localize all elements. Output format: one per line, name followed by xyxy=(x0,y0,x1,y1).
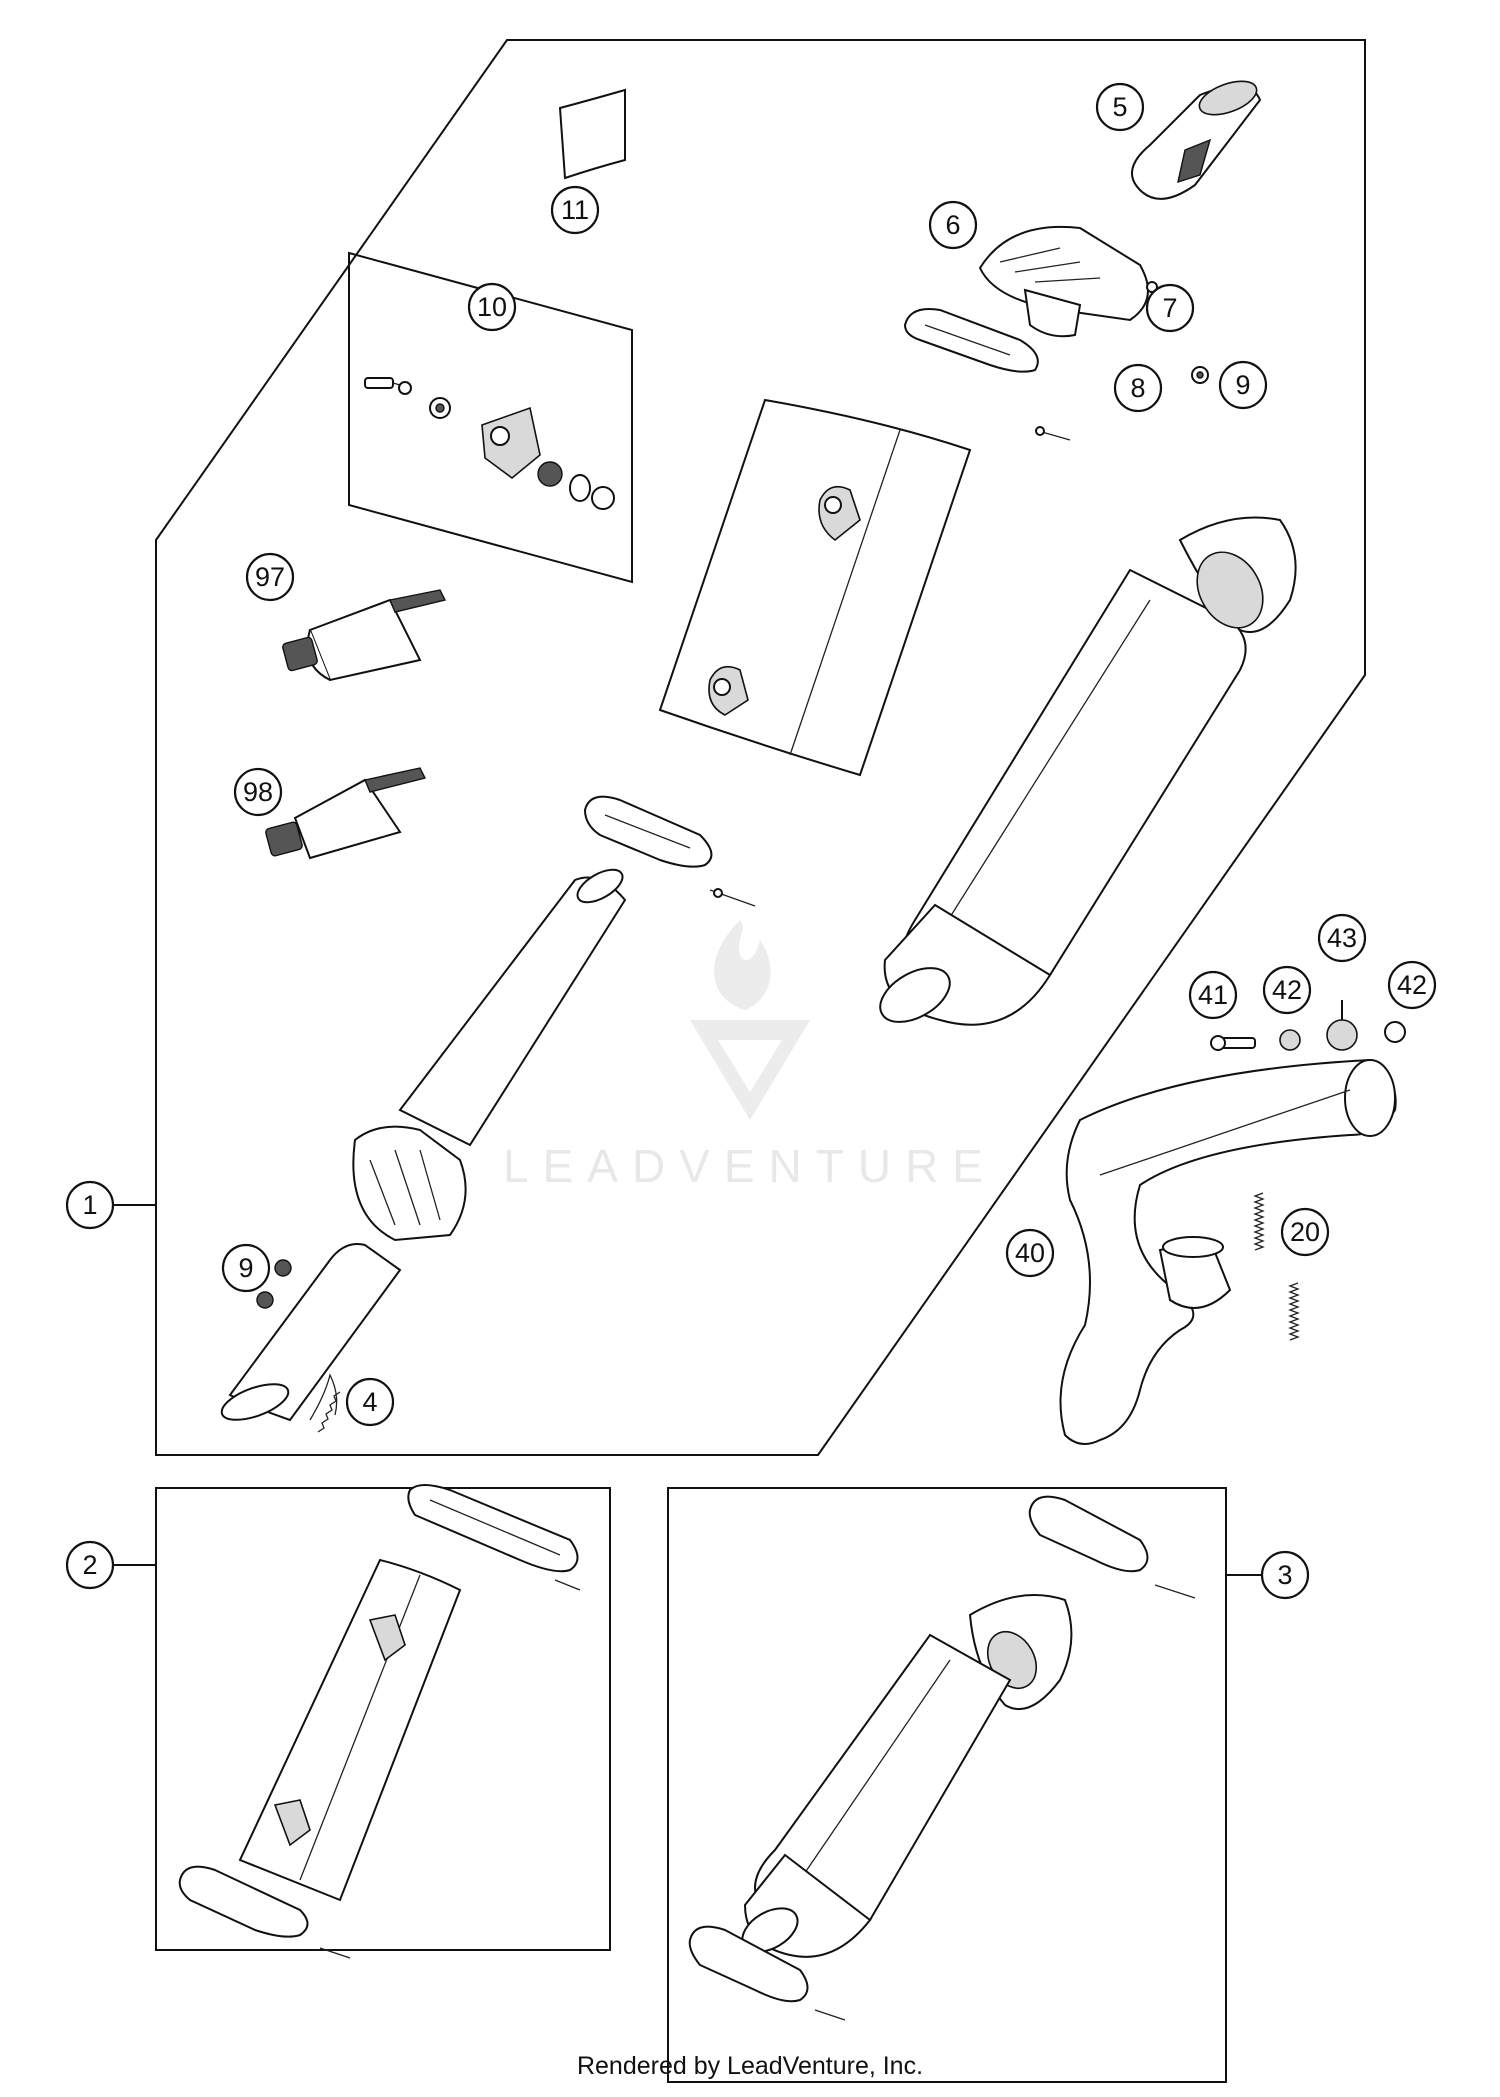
part-40-header-pipe xyxy=(1059,1058,1397,1445)
callout-9-upper: 9 xyxy=(1218,360,1268,410)
callout-7: 7 xyxy=(1145,283,1195,333)
gasket-upper xyxy=(903,308,1071,441)
watermark: LEADVENTURE xyxy=(503,920,997,1192)
callout-41: 41 xyxy=(1188,970,1238,1020)
callout-9-lower: 9 xyxy=(221,1243,271,1293)
part-11-sticker xyxy=(558,88,626,180)
callout-10: 10 xyxy=(467,282,517,332)
inner-core-tube xyxy=(220,868,627,1422)
callout-42-right: 42 xyxy=(1387,960,1437,1010)
assembly-box-3 xyxy=(667,1487,1227,2083)
svg-text:42: 42 xyxy=(1272,975,1302,1005)
svg-text:97: 97 xyxy=(255,562,285,592)
callout-6: 6 xyxy=(928,200,978,250)
callout-8: 8 xyxy=(1113,363,1163,413)
part-97-grease-tube xyxy=(282,589,447,682)
svg-text:9: 9 xyxy=(1235,370,1250,400)
svg-text:2: 2 xyxy=(82,1550,97,1580)
part-98-sealant-tube xyxy=(265,767,427,860)
svg-text:42: 42 xyxy=(1397,970,1427,1000)
callout-4: 4 xyxy=(345,1377,395,1427)
callout-40: 40 xyxy=(1005,1228,1055,1278)
svg-text:20: 20 xyxy=(1290,1217,1320,1247)
svg-text:9: 9 xyxy=(238,1253,253,1283)
callout-11: 11 xyxy=(550,185,600,235)
svg-text:40: 40 xyxy=(1015,1238,1045,1268)
leader-lines xyxy=(113,1204,1262,1576)
svg-text:6: 6 xyxy=(945,210,960,240)
svg-text:41: 41 xyxy=(1198,980,1228,1010)
callout-97: 97 xyxy=(245,552,295,602)
silencer-main xyxy=(879,516,1297,1026)
callout-5: 5 xyxy=(1095,82,1145,132)
callout-98: 98 xyxy=(233,767,283,817)
svg-text:98: 98 xyxy=(243,777,273,807)
callout-3: 3 xyxy=(1260,1550,1310,1600)
svg-text:43: 43 xyxy=(1327,923,1357,953)
svg-text:7: 7 xyxy=(1162,293,1177,323)
parts-41-42-43-fasteners xyxy=(1210,1000,1406,1051)
gasket-middle xyxy=(583,795,756,907)
group-3-silencer xyxy=(688,1495,1196,2021)
svg-text:4: 4 xyxy=(362,1387,377,1417)
svg-text:5: 5 xyxy=(1112,92,1127,122)
part-6-end-cap xyxy=(978,225,1149,338)
assembly-outline-main xyxy=(155,39,1366,1456)
svg-text:1: 1 xyxy=(82,1190,97,1220)
svg-text:8: 8 xyxy=(1130,373,1145,403)
part-5-baffle-insert xyxy=(1131,80,1262,200)
svg-text:11: 11 xyxy=(561,195,589,225)
part-4-spring xyxy=(317,1391,341,1433)
callout-43: 43 xyxy=(1317,913,1367,963)
svg-text:3: 3 xyxy=(1277,1560,1292,1590)
callout-20: 20 xyxy=(1280,1207,1330,1257)
group-2-heat-shield xyxy=(178,1484,581,1959)
part-20-springs xyxy=(1253,1192,1300,1341)
callout-1: 1 xyxy=(65,1180,115,1230)
assembly-box-2 xyxy=(155,1487,611,1951)
watermark-text: LEADVENTURE xyxy=(503,1140,997,1192)
callout-42-left: 42 xyxy=(1262,965,1312,1015)
heat-shield-upper xyxy=(658,398,972,777)
svg-text:10: 10 xyxy=(477,292,507,322)
footer-credit: Rendered by LeadVenture, Inc. xyxy=(576,2052,924,2080)
callout-2: 2 xyxy=(65,1540,115,1590)
